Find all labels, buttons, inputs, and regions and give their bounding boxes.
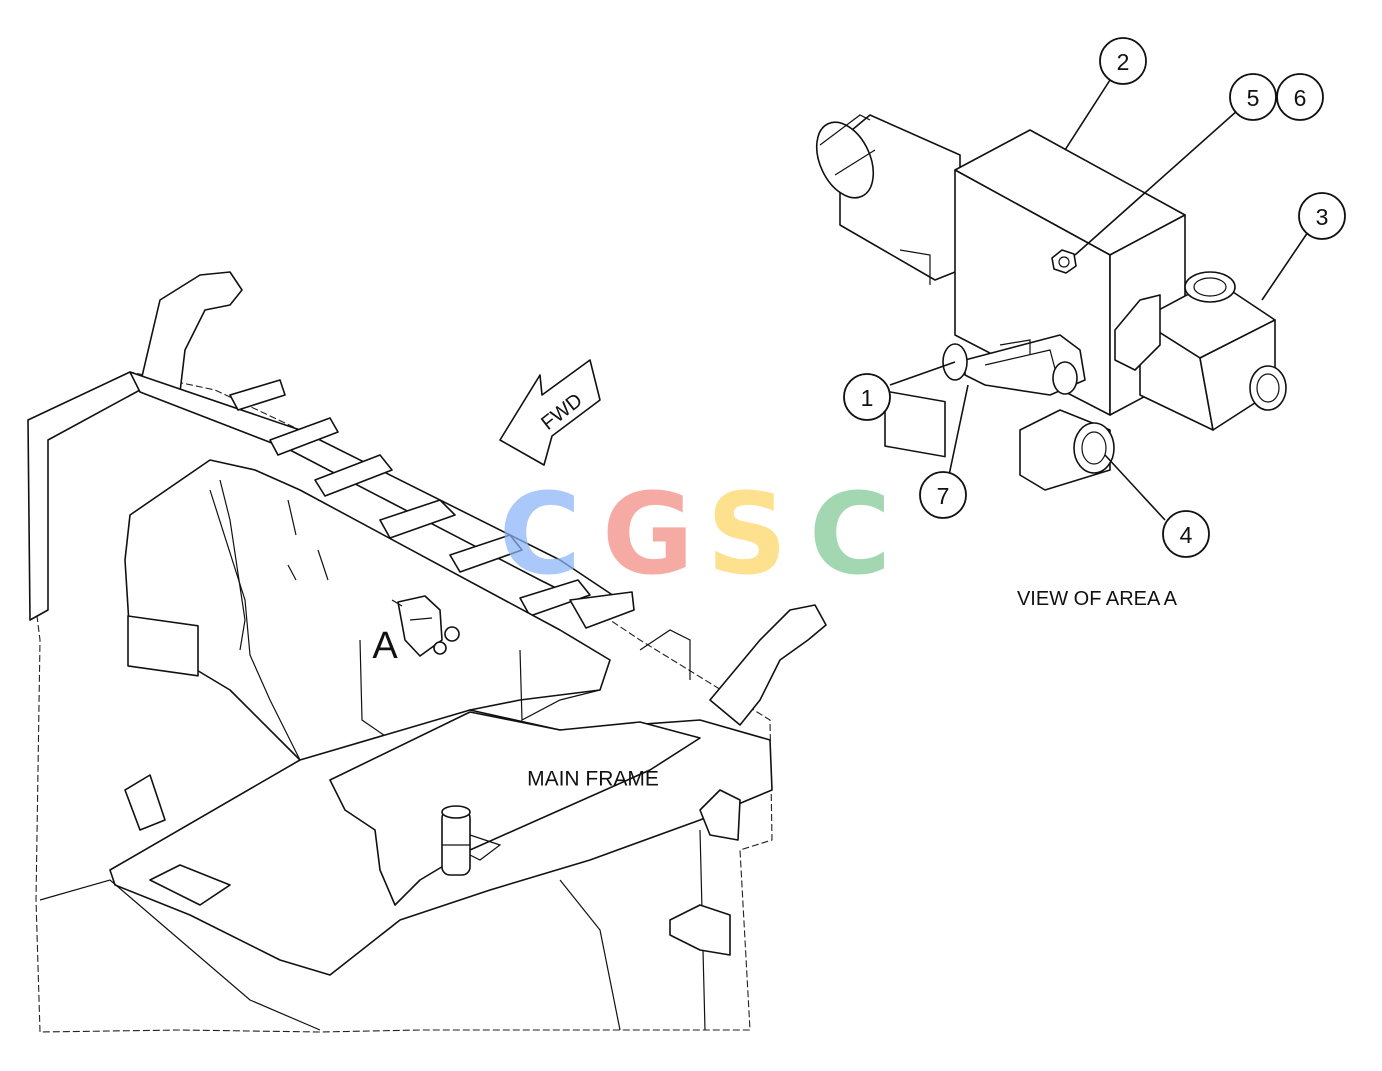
svg-text:G: G — [602, 470, 694, 600]
svg-text:C: C — [809, 470, 891, 600]
bolt — [1051, 249, 1077, 274]
callout-3-number: 3 — [1316, 204, 1329, 230]
callout-5-number: 5 — [1247, 85, 1260, 111]
pin — [441, 805, 502, 876]
callout-1: 1 — [843, 373, 891, 421]
callout-2-number: 2 — [1117, 49, 1130, 75]
callout-4-number: 4 — [1180, 522, 1193, 548]
main-frame-drawing: A MAIN FRAME — [27, 271, 827, 1033]
callout-2: 2 — [1099, 37, 1147, 85]
main-frame-label: MAIN FRAME — [527, 768, 659, 791]
callout-5: 5 — [1229, 73, 1277, 121]
callout-1-number: 1 — [861, 385, 874, 411]
view-title: VIEW OF AREA A — [1017, 588, 1178, 610]
callout-6-number: 6 — [1294, 85, 1307, 111]
callout-7: 7 — [919, 471, 967, 519]
callout-6: 6 — [1276, 73, 1324, 121]
leader-lines — [889, 79, 1309, 521]
svg-text:C: C — [499, 470, 581, 600]
area-a-marker: A — [372, 625, 398, 667]
callout-4: 4 — [1162, 510, 1210, 558]
forward-direction-arrow: FWD — [499, 359, 601, 466]
callout-7-number: 7 — [937, 483, 950, 509]
valve-detail-view — [815, 114, 1287, 491]
callout-3: 3 — [1298, 192, 1346, 240]
valve-area-a-small — [391, 595, 460, 657]
cgsc-watermark-logo: C G S C — [499, 470, 891, 600]
svg-text:S: S — [707, 470, 788, 600]
